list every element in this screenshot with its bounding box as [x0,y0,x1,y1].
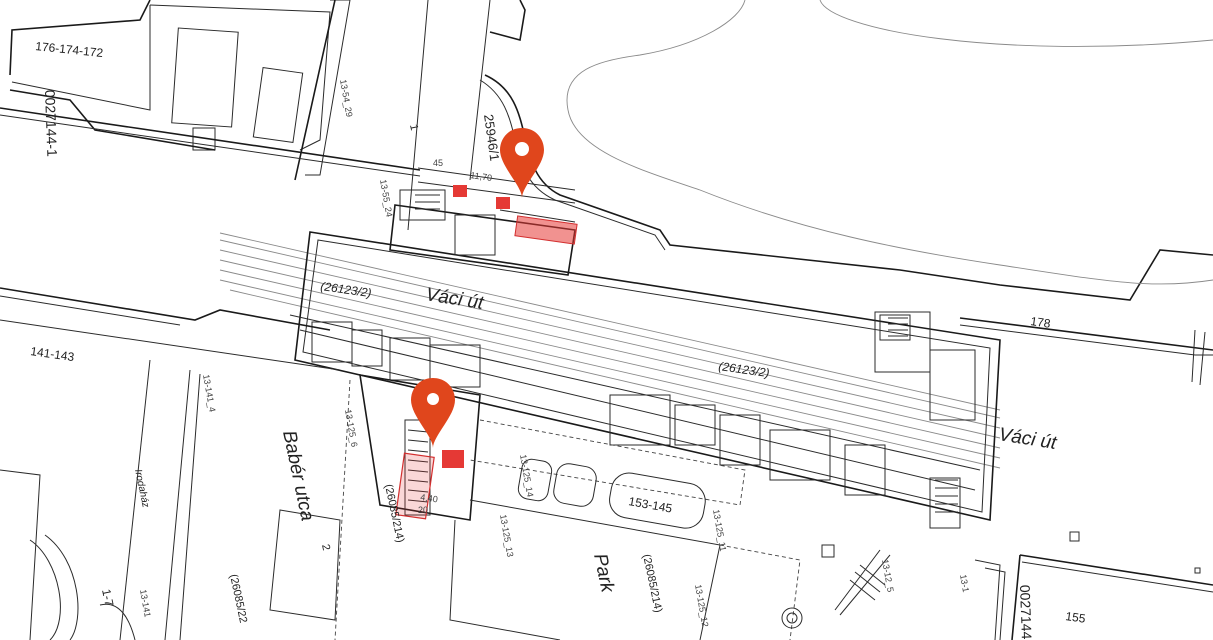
station-tracks [219,231,1001,521]
ref-1: 13-54_29 [338,79,354,118]
label-plot-park: (26085/214) [640,553,664,614]
label-one: 1 [407,123,420,131]
street-vaci-ut-right: Váci út [997,424,1058,454]
label-plot-mid: (26123/2) [718,359,771,380]
road-lines-top [0,0,1213,301]
label-parcel-vertical-left: 0027144-1 [42,90,60,158]
street-vaci-ut-top: Váci út [424,284,485,314]
map-labels: 176-174-172 0027144-1 25946/1 178 141-14… [30,39,1087,640]
street-baber-utca: Babér utca [278,429,318,523]
highlight-areas [395,185,578,520]
left-parcels [0,287,341,640]
location-pin-south[interactable] [411,378,455,448]
label-two: 2 [319,543,332,551]
dim-top-a: 45 [433,158,443,168]
ref-5: 13-125_13 [498,514,515,558]
ref-8: 13-12_5 [880,559,896,593]
dim-bottom-b: 20 [418,505,428,515]
parcel-155 [974,531,1213,640]
label-parcel-178: 178 [1030,314,1052,331]
station-rooms [311,311,976,529]
ref-6: 13-125_12 [693,584,710,628]
park-area [449,458,891,640]
label-parcel-1-7: 1-7 [99,588,116,608]
ref-4: 13-125_6 [343,409,359,448]
label-parcel-141-143: 141-143 [30,344,76,364]
ref-2: 13-55_24 [378,179,394,218]
dim-bottom: 4,40 [420,492,439,504]
north-entrance [389,167,576,276]
dim-top-b: 11,70 [470,170,493,183]
label-parcel-153-145: 153-145 [627,494,673,515]
location-pin-north[interactable] [500,128,544,198]
label-parcel-top-mid: 25946/1 [481,113,502,162]
label-parcel-bottom-vertical: 0027144 [1017,585,1035,640]
ref-9: 13-1 [958,574,971,593]
label-plot-top: (26123/2) [320,279,373,300]
label-parcel-155: 155 [1065,609,1087,626]
ref-7: 13-125_11 [711,509,728,552]
ref-3: 13-141_4 [201,374,217,413]
parcel-178 [959,317,1213,386]
label-parcel-top-left: 176-174-172 [35,39,104,60]
label-park: Park [589,552,618,596]
label-plot-bottom-left: (26085/22 [227,573,249,624]
ref-10: 13-141 [138,589,153,618]
